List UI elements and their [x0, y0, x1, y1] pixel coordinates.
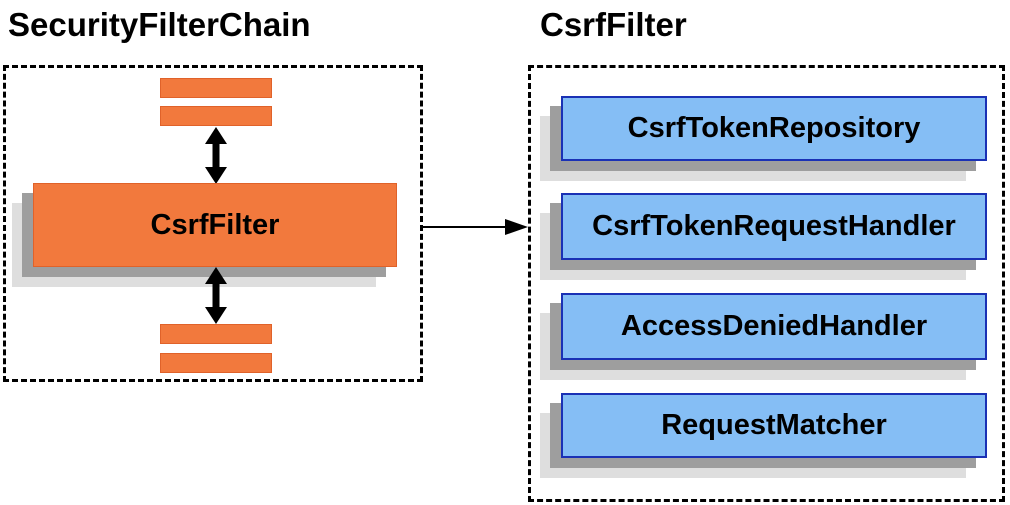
- csrf-filter-node: CsrfFilter: [33, 183, 397, 267]
- bidirectional-arrow-icon-top: [205, 127, 227, 184]
- component-node-access-denied-handler: AccessDeniedHandler: [561, 293, 987, 360]
- security-filter-chain-title: SecurityFilterChain: [8, 6, 311, 43]
- component-node-label: AccessDeniedHandler: [620, 310, 928, 342]
- filter-placeholder-bar-2: [160, 106, 272, 126]
- component-node-label: CsrfTokenRequestHandler: [592, 210, 956, 242]
- component-node-csrf-token-request-handler: CsrfTokenRequestHandler: [561, 193, 987, 260]
- component-node-csrf-token-repository: CsrfTokenRepository: [561, 96, 987, 161]
- bidirectional-arrow-icon-bottom: [205, 267, 227, 324]
- dependency-arrow-icon: [422, 219, 528, 235]
- filter-placeholder-bar-1: [160, 78, 272, 98]
- csrf-filter-node-label: CsrfFilter: [150, 208, 280, 241]
- component-node-label: RequestMatcher: [661, 409, 887, 441]
- component-node-label: CsrfTokenRepository: [627, 112, 921, 144]
- csrf-filter-title: CsrfFilter: [540, 6, 687, 43]
- security-filter-chain-container: [3, 65, 423, 382]
- filter-placeholder-bar-3: [160, 324, 272, 344]
- component-node-request-matcher: RequestMatcher: [561, 393, 987, 458]
- csrf-filter-container: [528, 65, 1005, 502]
- filter-placeholder-bar-4: [160, 353, 272, 373]
